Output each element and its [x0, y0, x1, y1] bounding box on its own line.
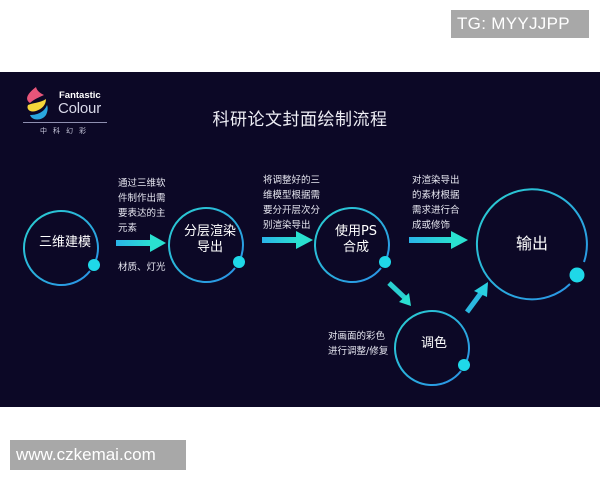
note-composite-description: 对渲染导出 的素材根据 需求进行合 成或修饰	[412, 175, 460, 231]
node-composite-label: 使用PS 合成	[334, 224, 378, 255]
node-ring-output	[475, 188, 588, 301]
arrow-composite-to-color	[387, 281, 411, 306]
node-ring-composite	[314, 207, 391, 284]
logo-word-colour: Colour	[58, 100, 101, 117]
note-modeling-materials: 材质、灯光	[118, 262, 166, 273]
watermark-top: TG: MYYJJPP	[451, 10, 589, 38]
node-color-label: 调色	[420, 336, 448, 351]
flow-graphics	[23, 188, 588, 387]
node-modeling-label: 三维建模	[38, 235, 92, 250]
flame-logo-icon	[27, 87, 48, 120]
arrow-color-to-output	[464, 282, 488, 314]
node-render-label: 分层渲染 导出	[183, 224, 237, 255]
logo-word-fantastic: Fantastic	[59, 90, 101, 101]
arrow-composite-to-output	[409, 231, 468, 249]
node-ring-modeling	[23, 210, 100, 287]
diagram-title: 科研论文封面绘制流程	[212, 110, 388, 130]
diagram-panel: Fantastic Colour 中科幻彩 科研论文封面绘制流程	[0, 72, 600, 407]
node-output-label: 输出	[515, 234, 549, 253]
logo: Fantastic Colour 中科幻彩	[22, 85, 112, 135]
node-ring-color	[394, 310, 470, 387]
arrow-modeling-to-render	[116, 234, 166, 252]
note-color-description: 对画面的彩色 进行调整/修复	[328, 331, 389, 357]
note-modeling-description: 通过三维软 件制作出需 要表达的主 元素	[118, 178, 166, 234]
node-ring-render	[168, 207, 245, 284]
logo-divider	[23, 122, 107, 123]
watermark-bottom: www.czkemai.com	[10, 440, 186, 470]
note-render-description: 将调整好的三 维模型根据需 要分开层次分 别渲染导出	[263, 175, 321, 231]
arrow-render-to-composite	[262, 231, 313, 249]
logo-chinese-name: 中科幻彩	[40, 127, 92, 135]
